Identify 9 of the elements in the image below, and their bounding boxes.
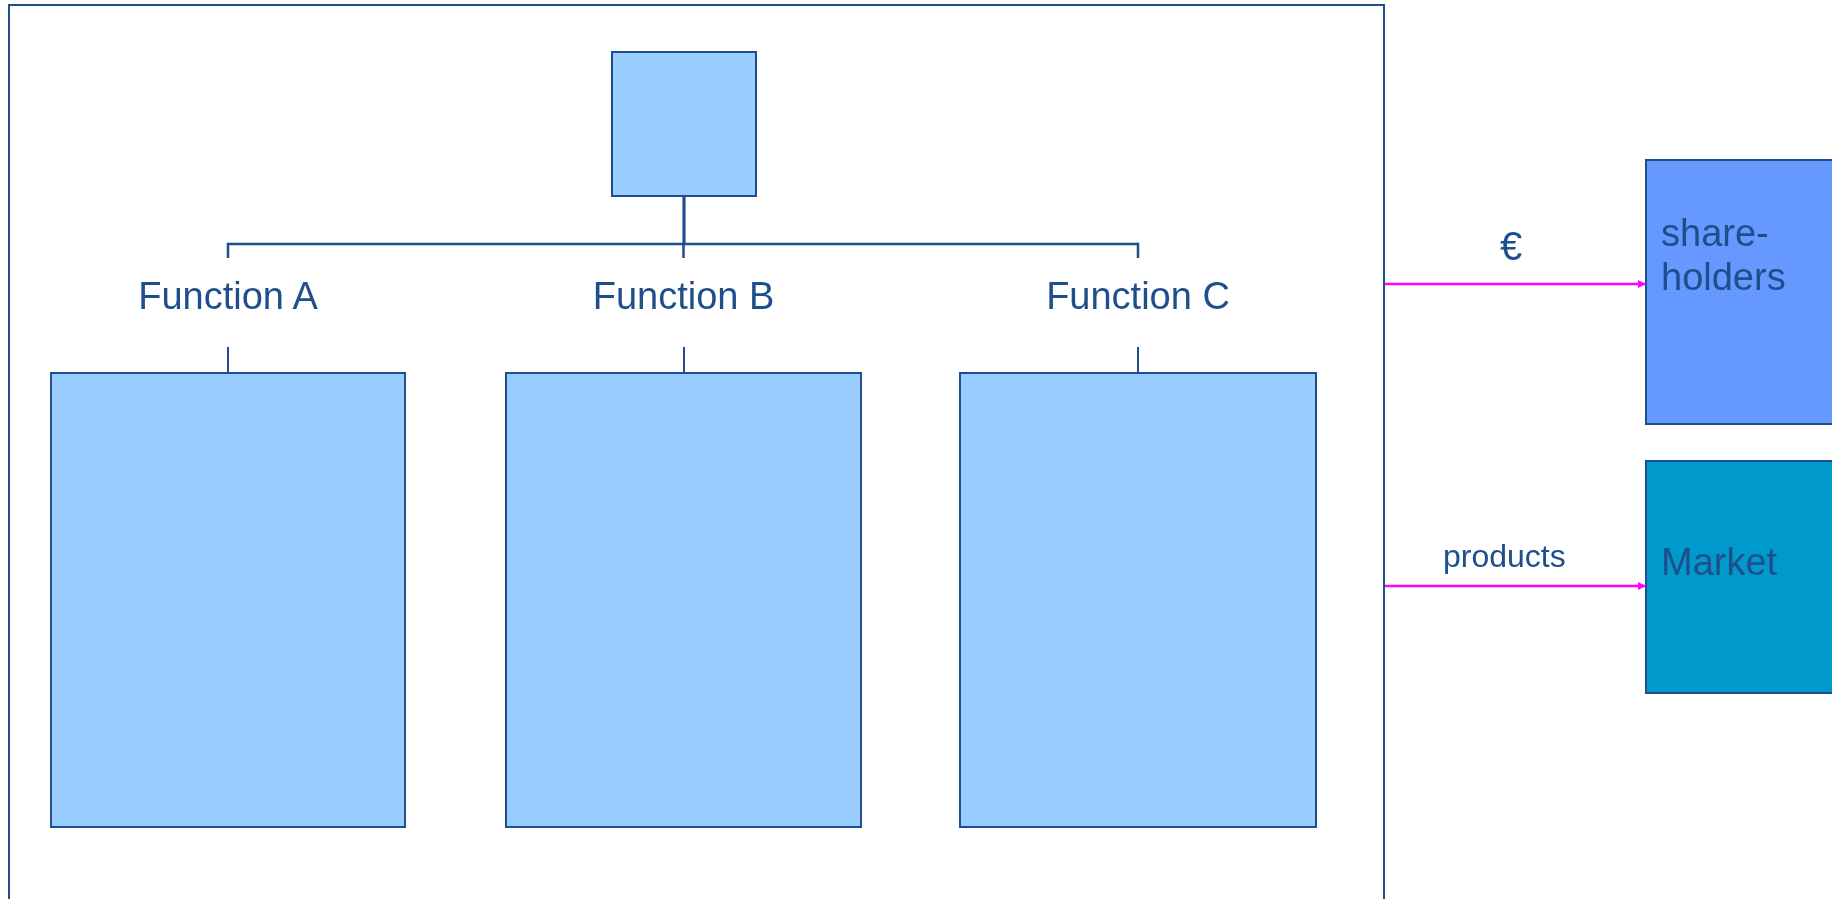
function-label: Function B [591,274,776,318]
top-box [611,51,757,197]
frame-box [8,4,1385,899]
function-label: Function A [137,274,319,318]
market-box [1645,460,1832,694]
node-label: share-holders [1661,211,1787,299]
function-label: Function C [1045,274,1231,318]
stakeholder-box [1645,159,1832,425]
node-label: Market [1661,540,1779,584]
